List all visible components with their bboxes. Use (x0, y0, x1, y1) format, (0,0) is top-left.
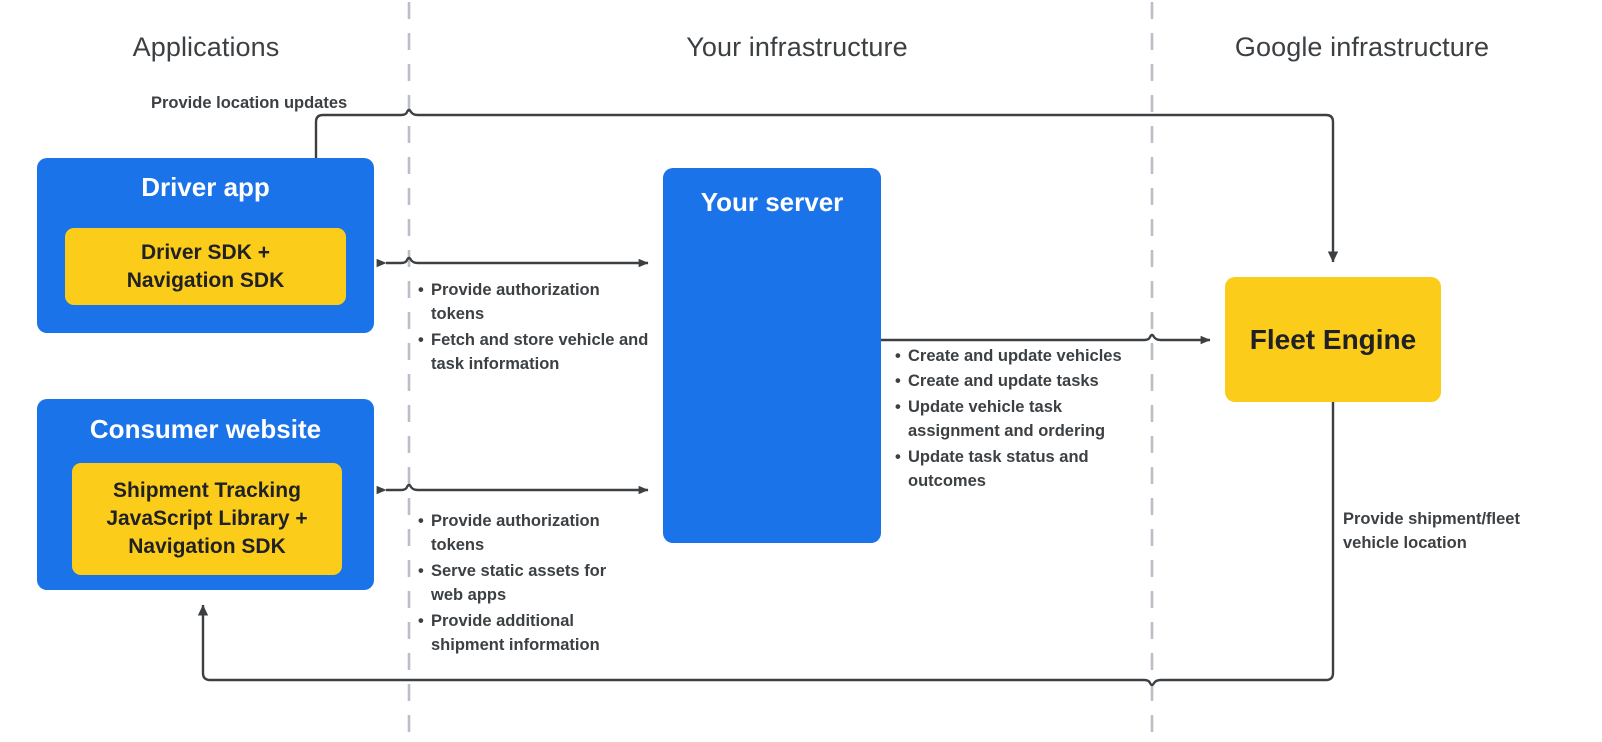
node-fleet-engine-title: Fleet Engine (1249, 323, 1417, 355)
shipment-fleet-line-1: Provide shipment/fleet (1343, 510, 1520, 528)
shipment-tracking-line-1: Shipment Tracking (113, 479, 301, 503)
shipment-fleet-line-2: vehicle location (1343, 533, 1467, 552)
list-item: Create and update tasks (895, 369, 1157, 394)
driver-sdk-line-1: Driver SDK + (141, 240, 270, 264)
shipment-tracking-line-2: JavaScript Library + (106, 507, 308, 531)
edge-label-provide-shipment-fleet-vehicle-location: Provide shipment/fleet vehicle location (1343, 508, 1573, 556)
node-consumer-website-title: Consumer website (89, 414, 322, 444)
list-item: Provide authorization tokens (418, 509, 640, 558)
node-shipment-tracking-label: Shipment Tracking JavaScript Library + N… (98, 477, 315, 560)
shipment-tracking-line-3: Navigation SDK (128, 534, 286, 558)
node-driver-sdk-navigation-sdk[interactable]: Driver SDK + Navigation SDK (65, 228, 346, 305)
edge-label-provide-location-updates: Provide location updates (151, 94, 348, 112)
column-heading-google-infrastructure: Google infrastructure (1234, 32, 1490, 62)
edge-driver-app-to-server (376, 256, 649, 268)
list-item: Provide authorization tokens (418, 278, 650, 327)
list-item: Update vehicle task assignment and order… (895, 395, 1157, 444)
edge-consumer-website-to-server (376, 483, 649, 495)
driver-sdk-line-2: Navigation SDK (126, 268, 285, 292)
edge-server-to-fleet-engine (881, 333, 1211, 345)
edge-bullets-driver-app-to-server: Provide authorization tokens Fetch and s… (418, 278, 650, 378)
column-heading-applications: Applications (132, 32, 280, 62)
edge-bullets-consumer-website-to-server: Provide authorization tokens Serve stati… (418, 509, 640, 658)
node-driver-sdk-label: Driver SDK + Navigation SDK (119, 239, 293, 294)
node-shipment-tracking-javascript-library[interactable]: Shipment Tracking JavaScript Library + N… (72, 463, 342, 575)
edge-bullets-server-to-fleet-engine: Create and update vehicles Create and up… (895, 344, 1157, 494)
list-item: Update task status and outcomes (895, 445, 1157, 494)
node-your-server-title: Your server (700, 187, 844, 217)
list-item: Fetch and store vehicle and task informa… (418, 328, 650, 377)
node-your-server[interactable]: Your server (663, 168, 881, 543)
list-item: Serve static assets for web apps (418, 559, 640, 608)
list-item: Provide additional shipment information (418, 609, 640, 658)
node-fleet-engine[interactable]: Fleet Engine (1225, 277, 1441, 402)
node-driver-app-title: Driver app (141, 172, 270, 202)
column-heading-your-infrastructure: Your infrastructure (686, 32, 908, 62)
list-item: Create and update vehicles (895, 344, 1157, 369)
